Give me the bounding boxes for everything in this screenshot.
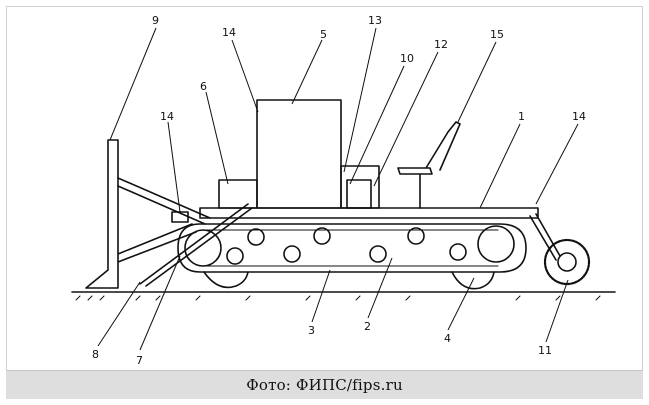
dozer-blade (85, 139, 119, 289)
roller-5 (369, 245, 387, 263)
caption-bar: Фото: ФИПС/fips.ru (6, 370, 643, 399)
control-box-inner (346, 179, 372, 209)
support-wheel-left (203, 271, 249, 289)
roller-2 (247, 228, 265, 246)
leader-14c (535, 123, 579, 205)
label-2: 2 (364, 320, 371, 333)
leader-1 (479, 123, 521, 209)
label-1: 1 (518, 110, 525, 123)
side-compartment (218, 179, 258, 209)
patent-drawing: 9 14 5 13 10 12 15 6 14 1 14 3 2 4 11 7 … (71, 14, 616, 367)
label-14a: 14 (222, 26, 236, 39)
leader-6 (205, 91, 229, 185)
label-4: 4 (444, 332, 451, 345)
drive-wheel (184, 229, 222, 267)
idler-wheel (477, 225, 515, 263)
leader-7 (139, 255, 181, 351)
label-14c: 14 (572, 110, 586, 123)
label-14b: 14 (160, 110, 174, 123)
seat (397, 121, 461, 209)
engine-block (256, 99, 342, 209)
label-11: 11 (538, 344, 552, 357)
brace-arm (139, 203, 253, 287)
leader-14b (167, 121, 181, 213)
lower-push-arm (117, 223, 197, 263)
label-5: 5 (320, 28, 327, 41)
label-12: 12 (434, 38, 448, 51)
leader-13 (343, 27, 377, 173)
roller-3 (283, 245, 301, 263)
label-8: 8 (92, 348, 99, 361)
roller-7 (449, 243, 467, 261)
support-wheel-right (451, 271, 495, 290)
leader-12 (373, 51, 439, 187)
leader-15 (457, 41, 497, 123)
label-6: 6 (200, 80, 207, 93)
roller-1 (226, 247, 244, 265)
part-labels: 9 14 5 13 10 12 15 6 14 1 14 3 2 4 11 7 … (92, 14, 586, 367)
upper-push-arm (117, 177, 211, 225)
leader-10 (349, 65, 405, 185)
label-10: 10 (400, 52, 414, 65)
label-7: 7 (136, 354, 143, 367)
leader-14a (231, 39, 259, 113)
roller-4 (313, 227, 331, 245)
rear-arm (529, 213, 561, 261)
leader-9 (109, 27, 157, 141)
ground-hatching (75, 295, 601, 301)
label-3: 3 (308, 324, 315, 337)
leader-5 (291, 39, 323, 105)
leader-4 (447, 277, 475, 331)
leader-2 (367, 257, 393, 319)
rear-wheel-outer (543, 238, 591, 286)
track-belt (177, 223, 527, 273)
photo-credit: Фото: ФИПС/fips.ru (246, 376, 403, 394)
rear-wheel-inner (557, 252, 577, 272)
leader-11 (545, 279, 569, 343)
leader-3 (311, 269, 331, 323)
label-13: 13 (368, 14, 382, 27)
label-15: 15 (490, 28, 504, 41)
roller-6 (407, 227, 425, 245)
label-9: 9 (152, 14, 159, 27)
leader-8 (97, 281, 141, 347)
